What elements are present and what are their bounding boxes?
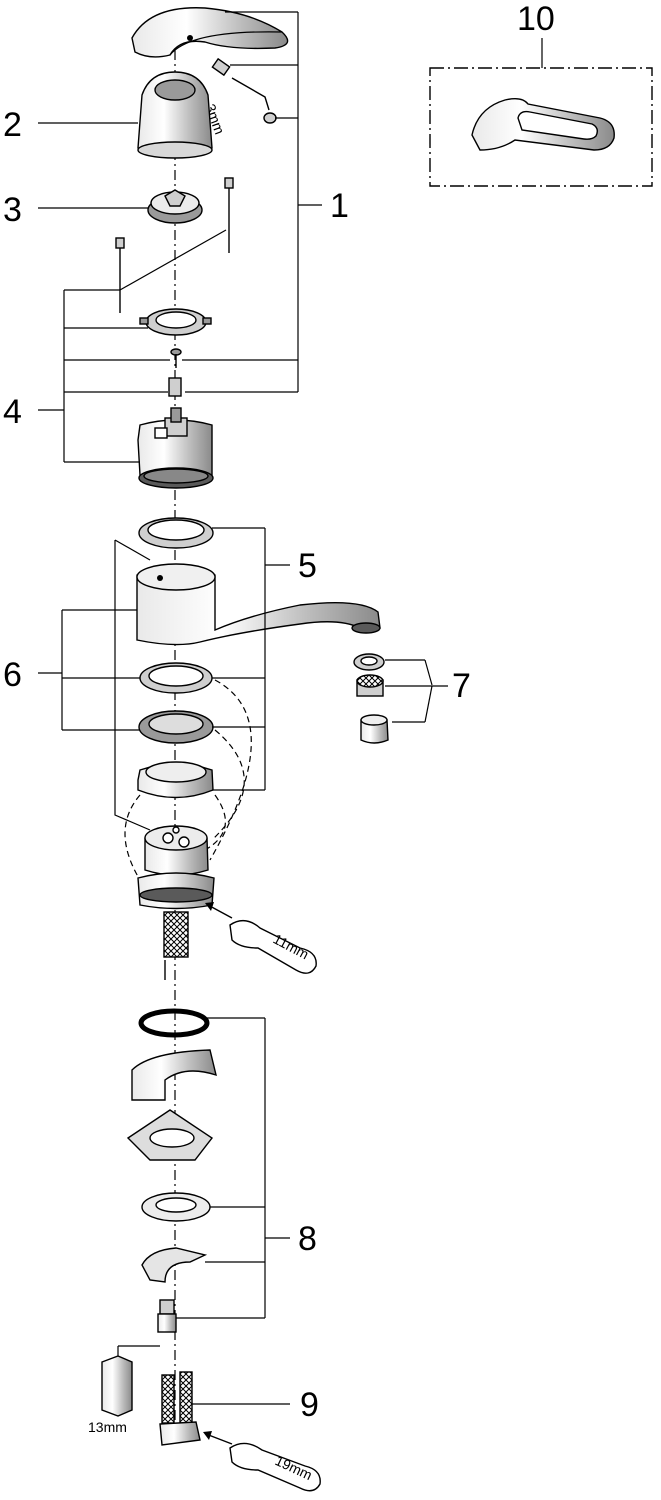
aerator-housing <box>360 714 389 744</box>
hex-key-icon <box>231 77 270 111</box>
socket-size: 13mm <box>88 1419 127 1435</box>
callout-5-lines <box>212 527 290 791</box>
callout-4: 4 <box>3 393 22 431</box>
supply-hoses <box>159 1371 201 1446</box>
long-screw-left <box>115 237 125 313</box>
callout-1: 1 <box>330 187 349 225</box>
callout-4-lines <box>38 229 227 463</box>
mixer-cartridge <box>137 407 214 489</box>
alternative-lever-handle <box>471 97 615 151</box>
base-valve-body <box>137 825 215 910</box>
socket-tool-icon <box>101 1345 160 1417</box>
callout-3: 3 <box>3 191 22 229</box>
ring-upper <box>138 517 214 549</box>
threaded-stud <box>157 1299 177 1333</box>
aerator-insert <box>356 674 384 697</box>
small-screw <box>170 348 182 368</box>
spindle-coupler <box>168 377 182 397</box>
threaded-hose-upper <box>163 911 189 980</box>
retaining-ring <box>139 308 212 336</box>
callout-5: 5 <box>298 547 317 585</box>
callout-8-lines <box>176 1017 290 1319</box>
ring-lower-c <box>137 761 214 799</box>
callout-6: 6 <box>3 656 22 694</box>
callout-6-lines <box>38 539 151 831</box>
handle-adapter <box>147 189 203 224</box>
option-box <box>429 38 653 187</box>
callout-1-lines <box>182 11 322 393</box>
assembly-arcs <box>124 679 252 881</box>
grub-screw <box>211 57 231 77</box>
swivel-spout-body <box>136 563 381 646</box>
ring-lower-a <box>139 662 213 694</box>
aerator-washer <box>353 653 385 671</box>
callout-9: 9 <box>300 1386 319 1424</box>
fixing-half-shell <box>131 1049 217 1101</box>
wrench-icon-hose <box>203 1431 321 1492</box>
washer <box>141 1192 211 1222</box>
wrench-icon <box>205 902 317 974</box>
lever-handle <box>131 7 289 58</box>
ring-lower-b <box>138 710 214 744</box>
callout-7-lines <box>385 659 448 723</box>
callout-7: 7 <box>452 667 471 705</box>
o-ring <box>138 1008 210 1038</box>
fixing-bracket <box>126 1109 214 1161</box>
callout-2: 2 <box>3 106 22 144</box>
screw-cap <box>263 112 277 124</box>
callout-8: 8 <box>298 1220 317 1258</box>
long-screw-right <box>224 177 234 253</box>
callout-10: 10 <box>517 0 555 38</box>
cover-cap <box>137 71 213 159</box>
locking-clip <box>141 1247 208 1283</box>
